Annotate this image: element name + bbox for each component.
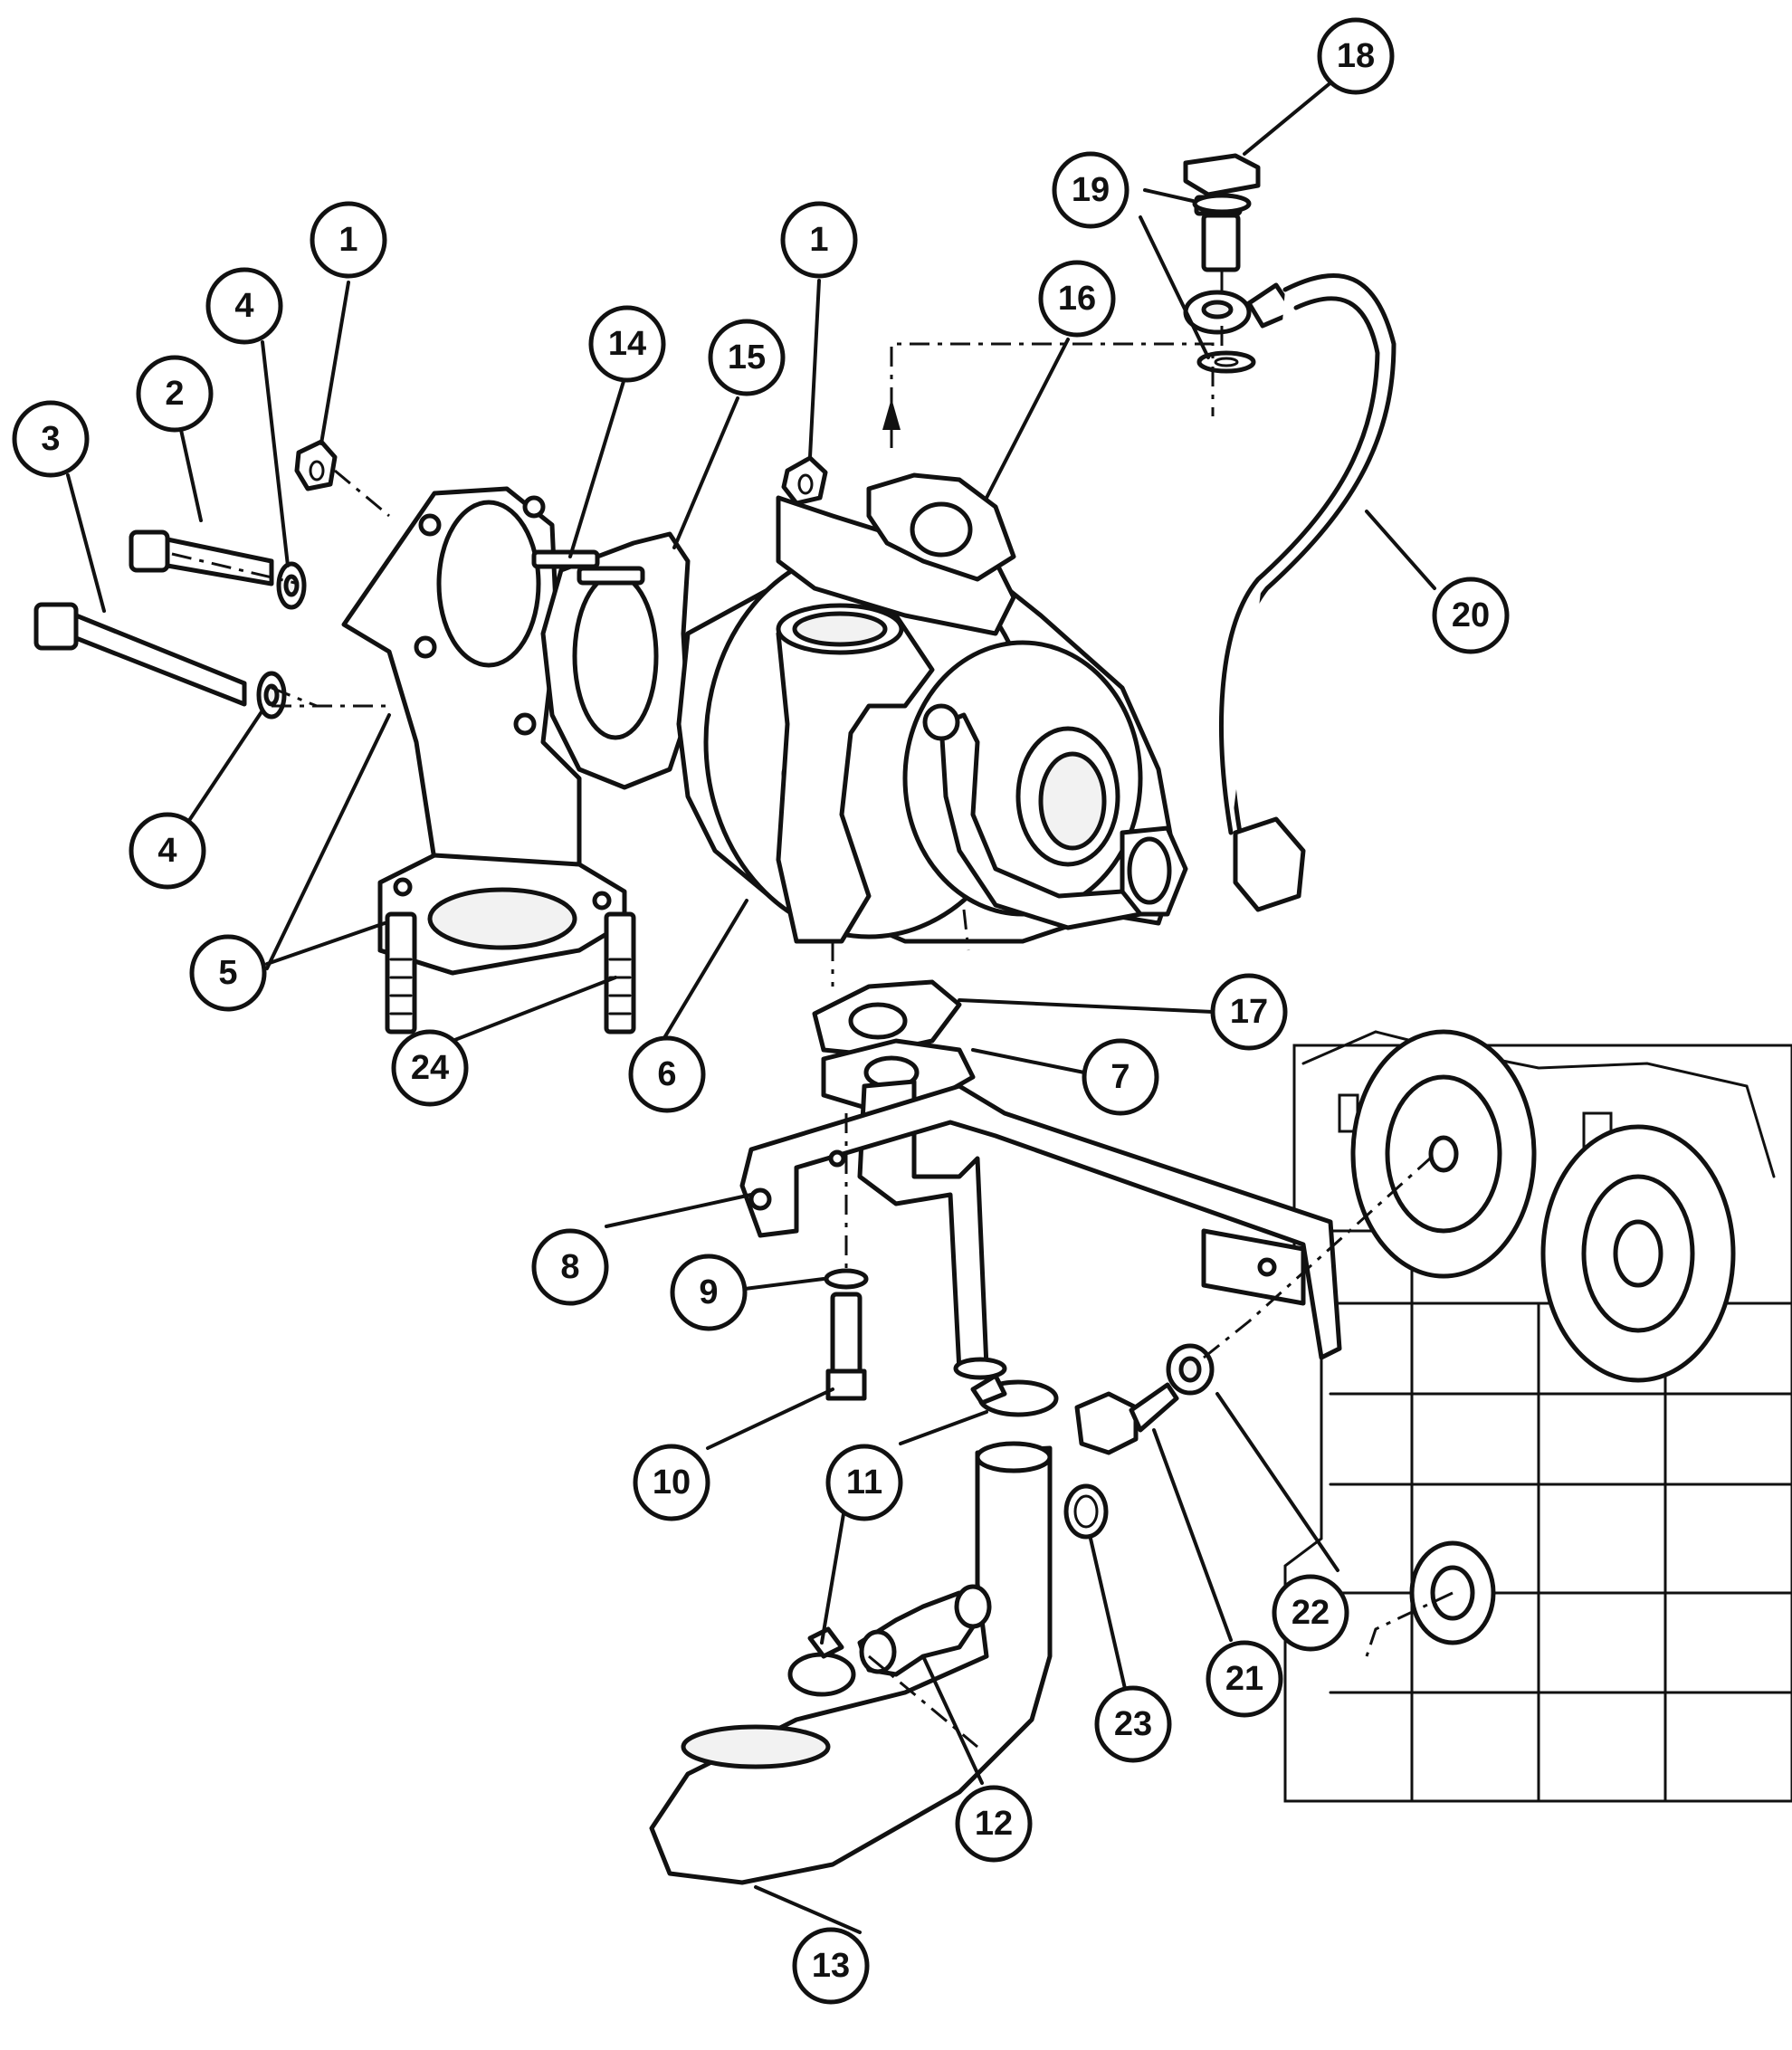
- engine-port-lower: [1409, 1540, 1496, 1645]
- callout-21: 21: [1206, 1640, 1283, 1718]
- svg-text:16: 16: [1058, 280, 1096, 318]
- drain-pipe: [857, 1079, 1007, 1380]
- svg-text:4: 4: [234, 287, 253, 325]
- callout-22: 22: [1272, 1574, 1349, 1652]
- hose-clip-upper: [970, 1373, 1059, 1417]
- callout-17: 17: [1210, 973, 1288, 1051]
- svg-text:3: 3: [41, 420, 60, 458]
- callout-12: 12: [955, 1785, 1033, 1863]
- svg-text:14: 14: [608, 325, 646, 363]
- turbo-outlet-pipe: [776, 603, 935, 944]
- lock-washer-upper: [276, 561, 307, 610]
- svg-text:15: 15: [728, 338, 766, 377]
- drain-hose: [649, 1441, 1053, 1885]
- bolt-short: [129, 529, 274, 586]
- callout-16: 16: [1038, 260, 1116, 338]
- svg-text:8: 8: [560, 1248, 579, 1286]
- callout-24: 24: [391, 1029, 469, 1107]
- oil-feed-pipe: [1219, 273, 1396, 912]
- sealing-washer-upper: [1192, 193, 1252, 215]
- assembly-centre-lines: [171, 272, 1454, 1749]
- callout-23: 23: [1094, 1685, 1172, 1763]
- gasket-oil-drain: [812, 979, 962, 1057]
- svg-text:9: 9: [699, 1273, 718, 1311]
- svg-text:10: 10: [653, 1464, 691, 1502]
- svg-text:22: 22: [1292, 1594, 1330, 1632]
- callout-14: 14: [588, 305, 666, 383]
- callout-19: 19: [1052, 151, 1130, 229]
- bracket-bolt: [825, 1292, 867, 1401]
- banjo-fitting: [1183, 282, 1297, 335]
- callout-8: 8: [531, 1228, 609, 1306]
- callout-7: 7: [1082, 1038, 1159, 1116]
- spring-washer: [824, 1268, 869, 1290]
- callout-18: 18: [1317, 17, 1395, 95]
- svg-text:5: 5: [218, 954, 237, 992]
- svg-text:18: 18: [1337, 37, 1375, 75]
- stud-right: [604, 911, 636, 1035]
- svg-text:6: 6: [657, 1055, 676, 1093]
- svg-text:1: 1: [338, 221, 357, 259]
- engine-port-middle: [1540, 1124, 1736, 1383]
- svg-text:19: 19: [1072, 171, 1110, 209]
- callout-1b: 1: [780, 201, 858, 279]
- exhaust-elbow: [341, 486, 627, 976]
- svg-text:21: 21: [1225, 1660, 1263, 1698]
- bolt-long: [33, 602, 247, 707]
- svg-text:2: 2: [165, 375, 184, 413]
- svg-text:7: 7: [1110, 1058, 1130, 1096]
- nut-left: [294, 439, 338, 491]
- svg-text:1: 1: [809, 221, 828, 259]
- support-bracket: [739, 1083, 1342, 1360]
- callout-11a: 11: [825, 1444, 903, 1521]
- svg-text:23: 23: [1114, 1705, 1152, 1743]
- gasket-turbine-inlet: [540, 531, 691, 790]
- callout-4b: 4: [129, 812, 206, 890]
- svg-text:13: 13: [812, 1947, 850, 1985]
- svg-text:17: 17: [1230, 993, 1268, 1031]
- gasket-oil-inlet: [866, 472, 1016, 582]
- studs-turbine: [531, 549, 645, 586]
- drain-seal-ring: [1063, 1483, 1109, 1540]
- callout-9: 9: [670, 1254, 748, 1331]
- svg-text:24: 24: [411, 1049, 449, 1087]
- svg-text:11: 11: [846, 1464, 882, 1502]
- callout-4a: 4: [205, 267, 283, 345]
- callout-2: 2: [136, 355, 214, 433]
- drain-bolt: [1074, 1382, 1179, 1455]
- drain-washer: [1166, 1343, 1215, 1396]
- svg-text:20: 20: [1452, 596, 1490, 634]
- callout-13: 13: [792, 1927, 870, 2005]
- callout-6: 6: [628, 1035, 706, 1113]
- drain-union: [857, 1584, 992, 1677]
- svg-text:4: 4: [157, 832, 176, 870]
- callout-5: 5: [189, 934, 267, 1012]
- leader-lines: [66, 75, 1436, 1934]
- callout-10: 10: [633, 1444, 710, 1521]
- callout-20: 20: [1432, 577, 1510, 654]
- turbo-oil-line: [922, 703, 1143, 930]
- callout-1a: 1: [310, 201, 387, 279]
- callout-15: 15: [708, 319, 786, 396]
- assembly-arrow: [882, 398, 901, 430]
- engine-port-upper: [1350, 1029, 1537, 1279]
- svg-text:12: 12: [975, 1805, 1013, 1843]
- stud-left: [385, 911, 417, 1035]
- nut-right: [781, 455, 828, 506]
- callout-3: 3: [12, 400, 90, 478]
